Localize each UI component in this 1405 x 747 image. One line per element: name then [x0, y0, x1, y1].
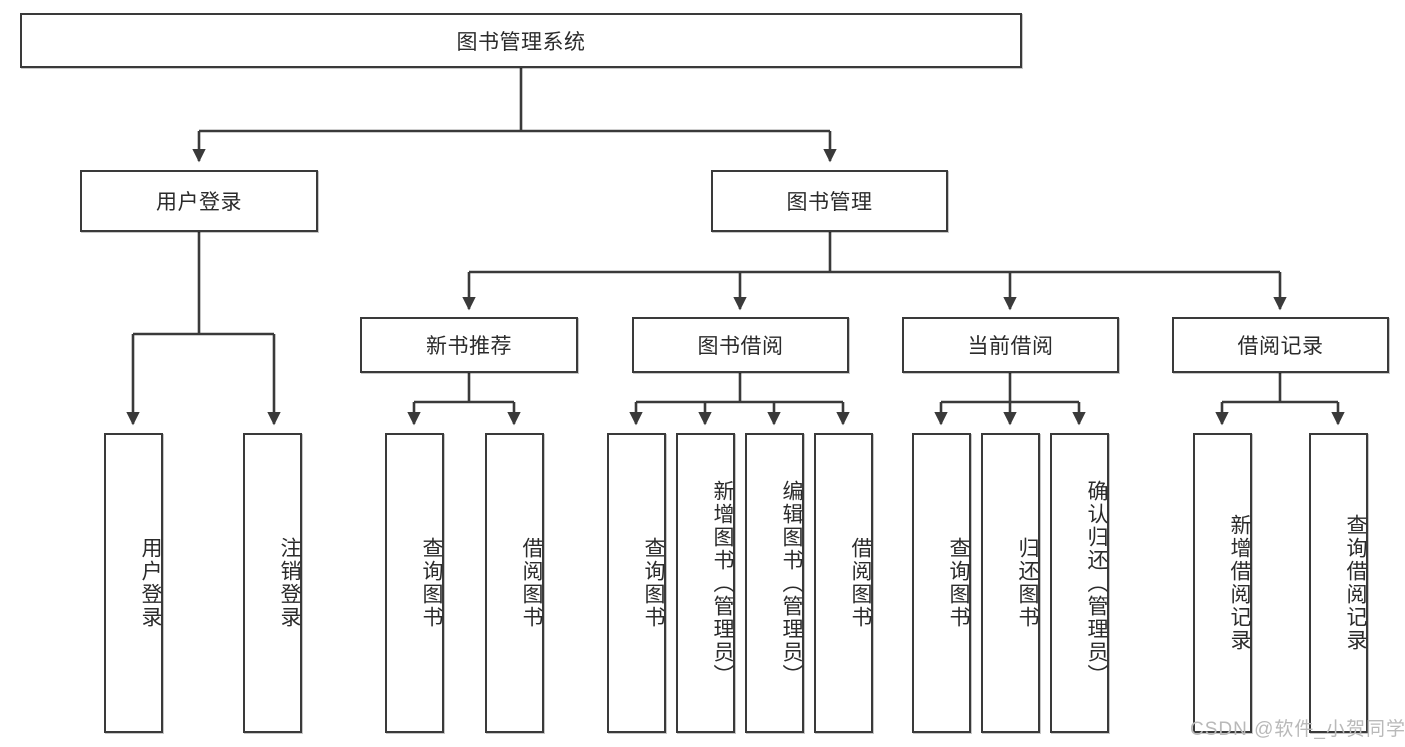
leaf-label: 新增图书（管理员） [711, 479, 734, 687]
leaf-label: 查询图书 [947, 537, 970, 629]
node-new-book-recommend-label: 新书推荐 [426, 335, 512, 358]
node-borrow-record-label: 借阅记录 [1237, 335, 1324, 358]
node-book-management-label: 图书管理 [786, 191, 873, 214]
leaf-new-book-query-book[interactable]: 查询图书 [385, 433, 444, 733]
leaf-borrow-record-query-record[interactable]: 查询借阅记录 [1309, 433, 1368, 733]
node-borrow-record[interactable]: 借阅记录 [1172, 317, 1389, 373]
node-book-borrow-label: 图书借阅 [697, 335, 784, 358]
leaf-label: 注销登录 [278, 537, 301, 629]
node-book-management[interactable]: 图书管理 [711, 170, 948, 232]
node-user-login[interactable]: 用户登录 [80, 170, 318, 232]
leaf-user-login-login[interactable]: 用户登录 [104, 433, 163, 733]
leaf-label: 查询图书 [642, 537, 665, 629]
node-current-borrow[interactable]: 当前借阅 [902, 317, 1119, 373]
leaf-label: 编辑图书（管理员） [780, 479, 803, 687]
node-new-book-recommend[interactable]: 新书推荐 [360, 317, 578, 373]
leaf-current-borrow-query-book[interactable]: 查询图书 [912, 433, 971, 733]
node-root-label: 图书管理系统 [456, 30, 586, 54]
leaf-label: 借阅图书 [520, 537, 543, 629]
leaf-current-borrow-return-book[interactable]: 归还图书 [981, 433, 1040, 733]
leaf-label: 用户登录 [139, 537, 162, 629]
node-user-login-label: 用户登录 [156, 191, 242, 214]
leaf-book-borrow-borrow-book[interactable]: 借阅图书 [814, 433, 873, 733]
leaf-label: 借阅图书 [849, 537, 872, 629]
leaf-borrow-record-add-record[interactable]: 新增借阅记录 [1193, 433, 1252, 733]
leaf-current-borrow-confirm-return-admin[interactable]: 确认归还（管理员） [1050, 433, 1109, 733]
leaf-label: 查询借阅记录 [1344, 514, 1367, 652]
node-book-borrow[interactable]: 图书借阅 [632, 317, 849, 373]
leaf-label: 新增借阅记录 [1228, 514, 1251, 652]
leaf-user-login-logout[interactable]: 注销登录 [243, 433, 302, 733]
leaf-new-book-borrow-book[interactable]: 借阅图书 [485, 433, 544, 733]
leaf-label: 确认归还（管理员） [1085, 479, 1108, 687]
leaf-label: 查询图书 [420, 537, 443, 629]
leaf-book-borrow-add-book-admin[interactable]: 新增图书（管理员） [676, 433, 735, 733]
watermark: CSDN @软件_小贺同学 [1190, 719, 1405, 740]
node-current-borrow-label: 当前借阅 [967, 335, 1054, 358]
leaf-label: 归还图书 [1016, 537, 1039, 629]
leaf-book-borrow-query-book[interactable]: 查询图书 [607, 433, 666, 733]
node-root-book-management-system[interactable]: 图书管理系统 [20, 13, 1022, 68]
leaf-book-borrow-edit-book-admin[interactable]: 编辑图书（管理员） [745, 433, 804, 733]
